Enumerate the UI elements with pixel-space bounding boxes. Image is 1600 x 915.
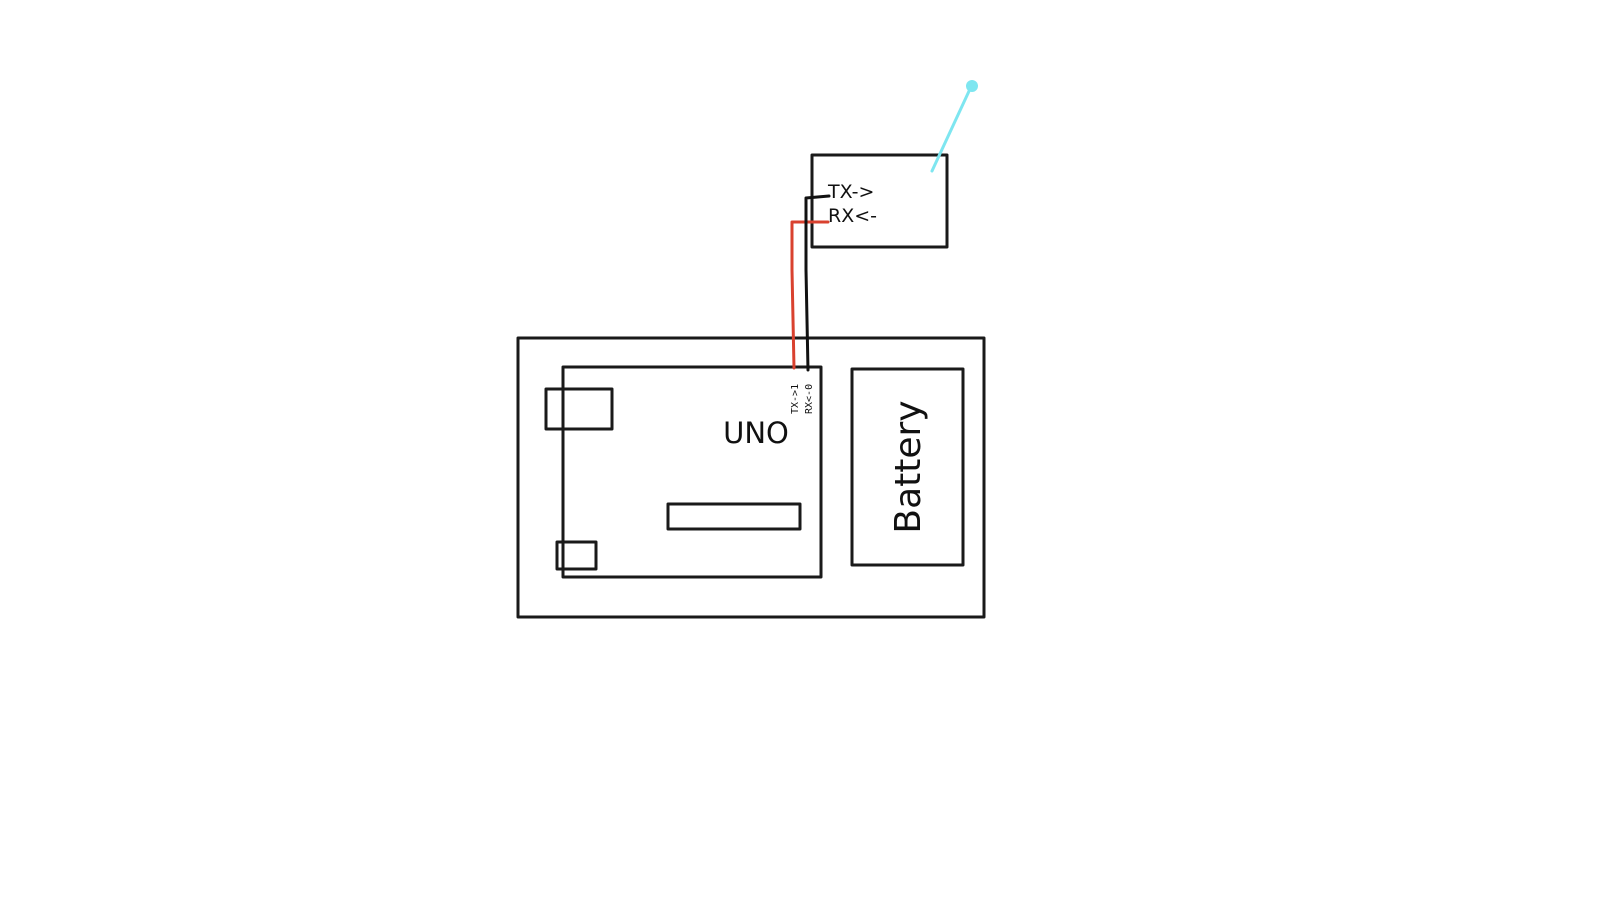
- rx-pin-label: RX<-0: [804, 384, 815, 414]
- tx-pin-label: TX->1: [790, 384, 801, 414]
- enclosure-box: [516, 336, 986, 619]
- chip: [666, 502, 802, 531]
- module-tx-label: TX->: [827, 181, 874, 203]
- rx-wire: [790, 220, 830, 370]
- battery-label: Battery: [888, 400, 929, 533]
- antenna-tip: [966, 80, 978, 92]
- module-rx-label: RX<-: [828, 205, 877, 227]
- battery-box: [850, 367, 965, 567]
- antenna: [930, 87, 972, 173]
- usb-port: [544, 387, 614, 431]
- tx-wire: [804, 194, 831, 372]
- power-jack: [555, 540, 598, 571]
- uno-board: [561, 365, 823, 579]
- wireless-module-box: [810, 153, 949, 249]
- uno-label: UNO: [723, 416, 789, 450]
